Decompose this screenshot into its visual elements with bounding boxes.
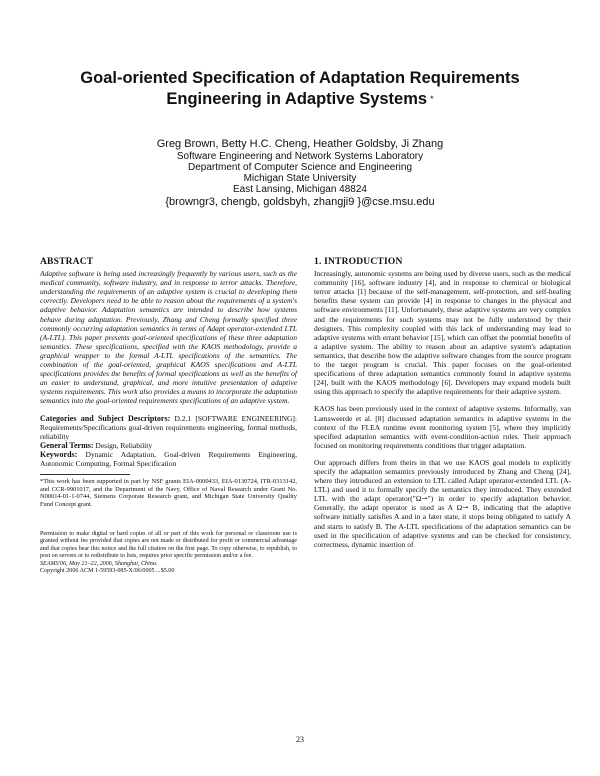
general-terms-paragraph: General Terms: Design, Reliability [40, 441, 297, 450]
categories-text: D.2.1 [SOFTWARE ENGINEERING]: Requiremen… [40, 413, 297, 441]
copyright-line: Copyright 2006 ACM 1-59593-085-X/06/0005… [40, 567, 175, 574]
author-names: Greg Brown, Betty H.C. Cheng, Heather Go… [156, 138, 444, 150]
paper-title: Goal-oriented Specification of Adaptatio… [40, 68, 560, 110]
left-column: ABSTRACT Adaptive software is being used… [40, 257, 297, 575]
intro-paragraph-3: Our approach differs from theirs in that… [314, 457, 571, 549]
abstract-heading: ABSTRACT [40, 257, 94, 267]
right-column: 1. INTRODUCTION Increasingly, autonomic … [314, 257, 571, 549]
title-line-1: Goal-oriented Specification of Adaptatio… [80, 69, 520, 87]
footnote-rule [40, 474, 130, 476]
general-terms-text: Design, Reliability [93, 440, 153, 450]
intro-paragraph-2: KAOS has been previously used in the con… [314, 404, 571, 450]
venue-line: SEAMS'06, May 21–22, 2006, Shanghai, Chi… [40, 560, 158, 567]
affiliation-university: Michigan State University [243, 173, 357, 184]
categories-paragraph: Categories and Subject Descriptors: D.2.… [40, 414, 297, 441]
title-line-2-text: Engineering in Adaptive Systems [166, 90, 428, 108]
title-footnote-marker: * [430, 94, 434, 104]
categories-label: Categories and Subject Descriptors: [40, 413, 171, 423]
intro-paragraph-1: Increasingly, autonomic systems are bein… [314, 269, 571, 397]
permission-notice: Permission to make digital or hard copie… [40, 530, 297, 560]
abstract-text: Adaptive software is being used increasi… [40, 269, 297, 406]
general-terms-label: General Terms: [40, 440, 94, 450]
introduction-heading: 1. INTRODUCTION [314, 257, 403, 267]
title-line-2: Engineering in Adaptive Systems* [40, 89, 560, 110]
author-emails: {browngr3, chengb, goldsbyh, zhangji9 }@… [165, 196, 435, 208]
keywords-text: Dynamic Adaptation, Goal-driven Requirem… [40, 449, 297, 468]
affiliation-lab: Software Engineering and Network Systems… [176, 151, 424, 162]
affiliation-department: Department of Computer Science and Engin… [187, 162, 413, 173]
affiliation-address: East Lansing, Michigan 48824 [233, 184, 367, 195]
keywords-label: Keywords: [40, 449, 78, 459]
keywords-paragraph: Keywords: Dynamic Adaptation, Goal-drive… [40, 450, 297, 468]
funding-footnote: *This work has been supported in part by… [40, 478, 297, 509]
page-number: 23 [296, 735, 304, 744]
author-block: Greg Brown, Betty H.C. Cheng, Heather Go… [40, 138, 560, 209]
